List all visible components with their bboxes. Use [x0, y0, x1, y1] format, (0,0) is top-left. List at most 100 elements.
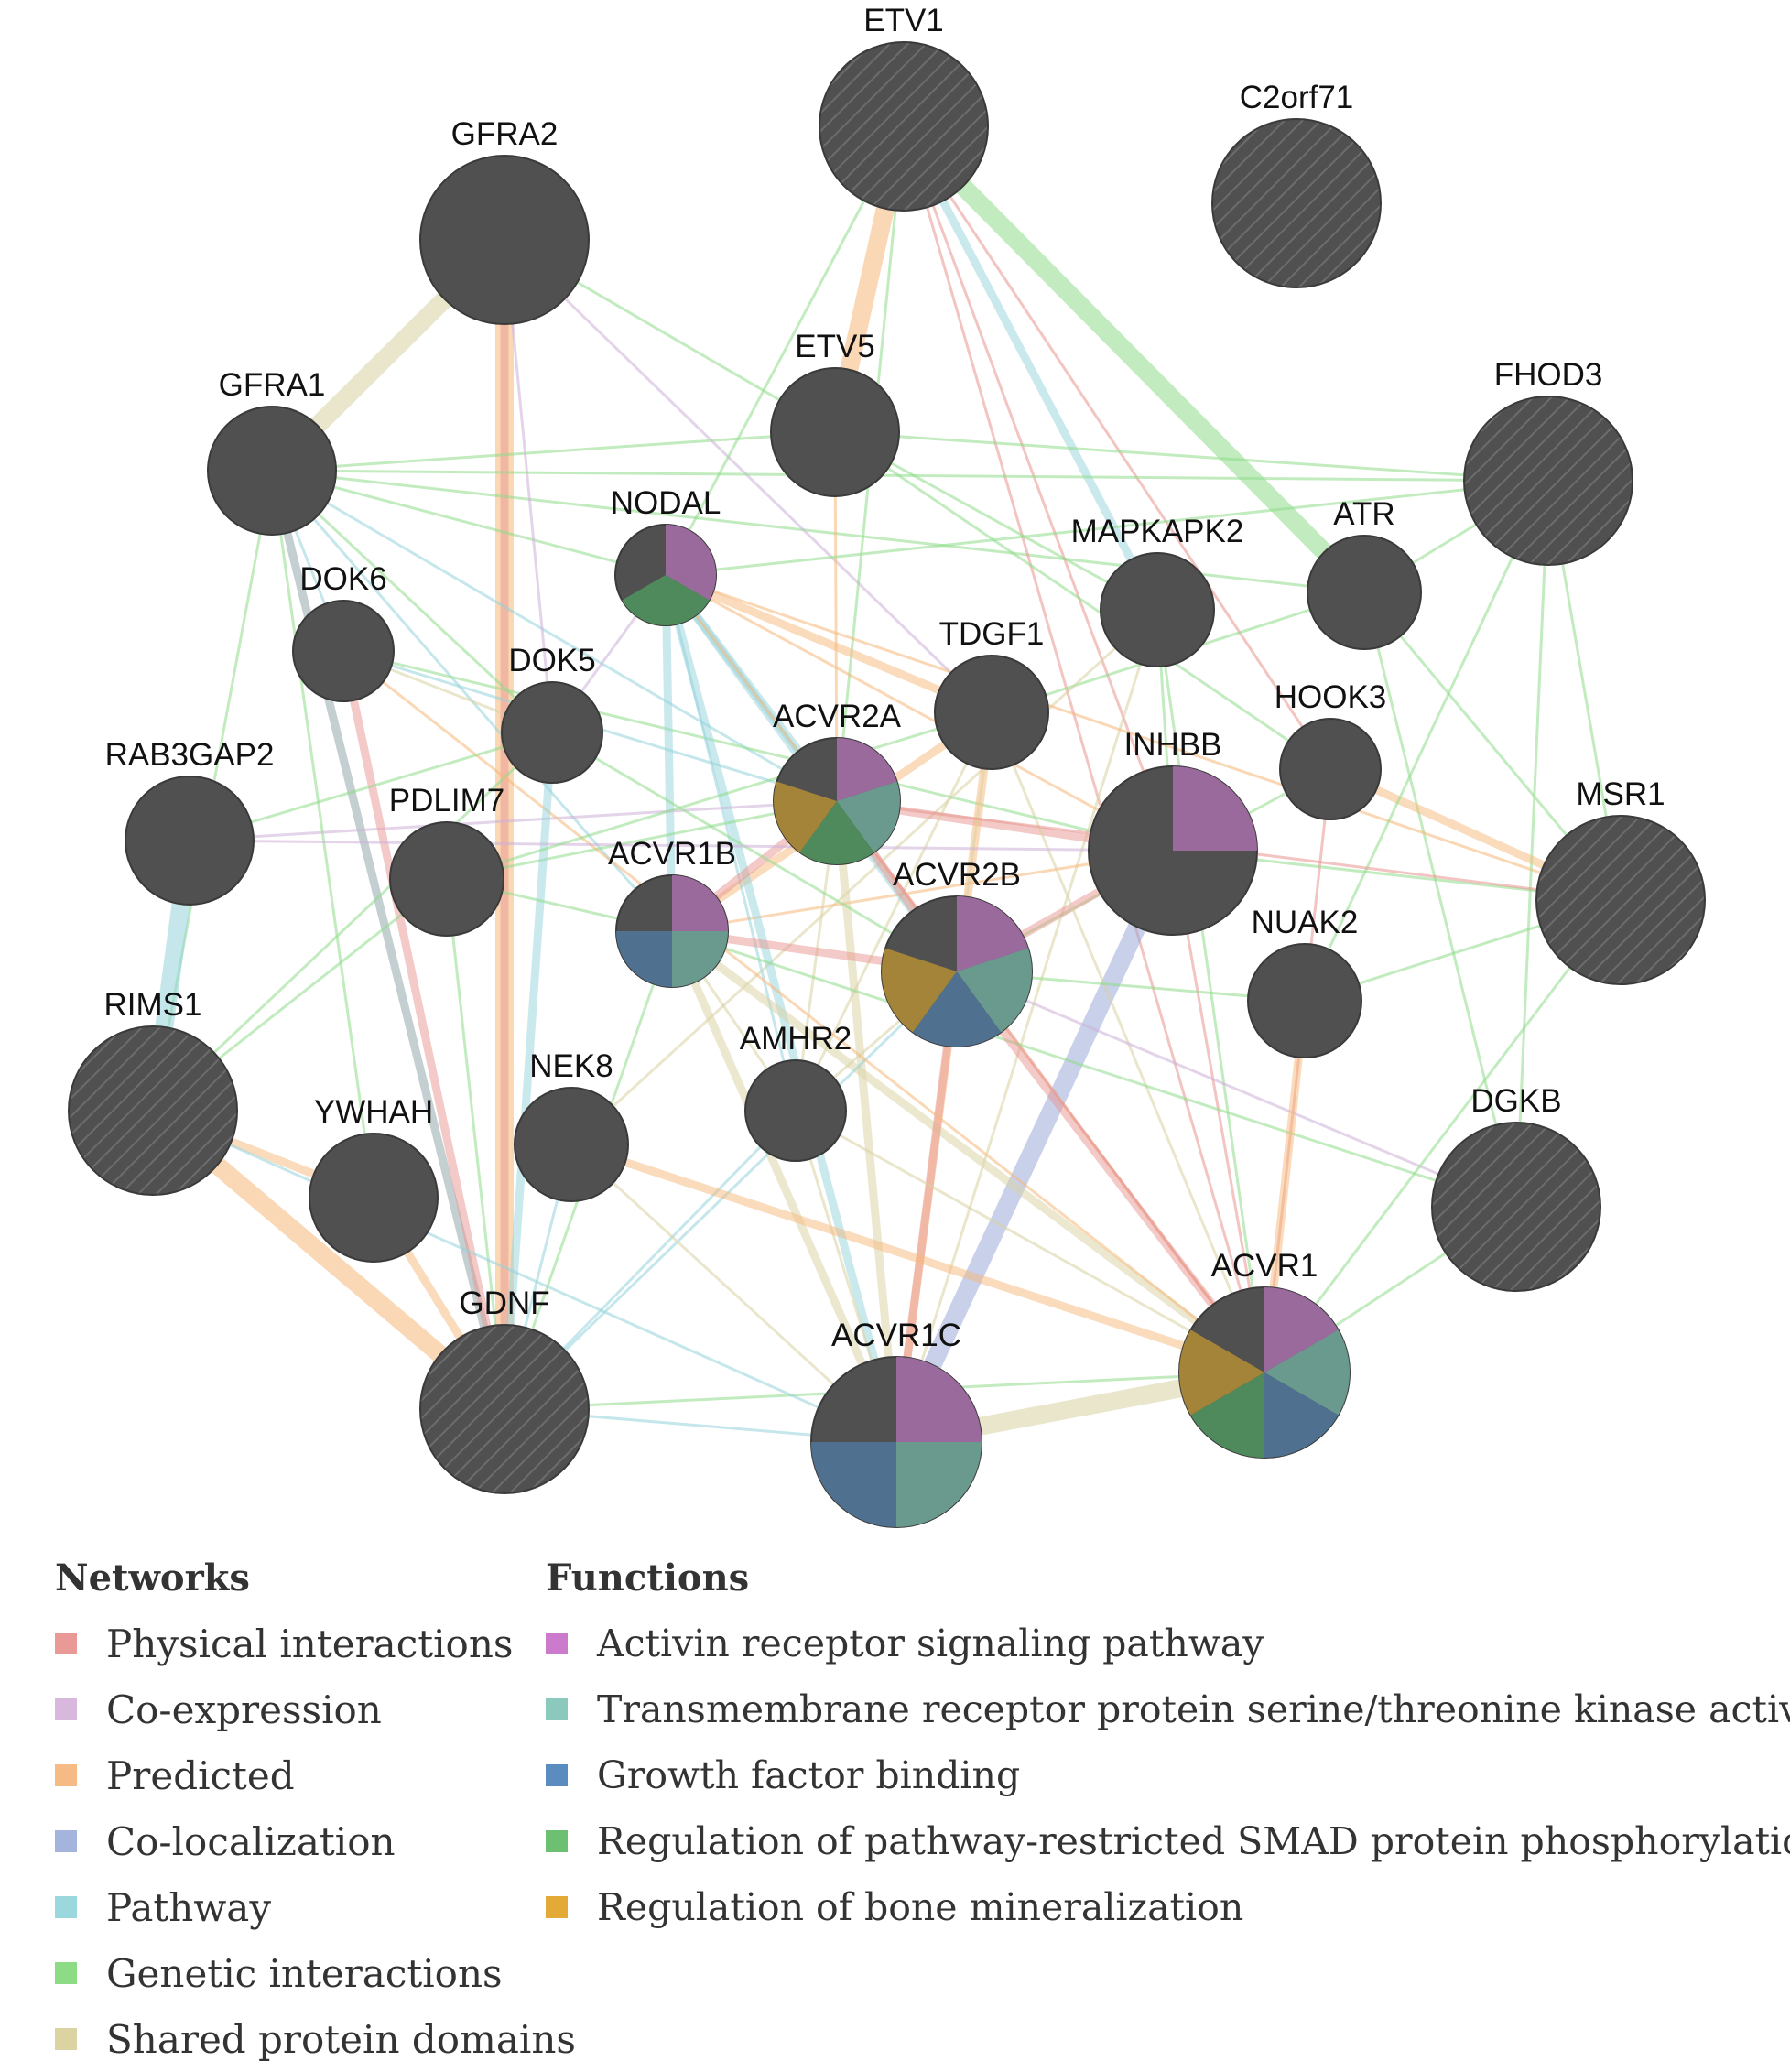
edge-gfra1-fhod3-genetic	[270, 469, 1550, 483]
node-acvr1[interactable]: ACVR1	[1178, 1248, 1351, 1459]
legend-label-bone: Regulation of bone mineralization	[597, 1885, 1244, 1929]
node-rims1[interactable]: RIMS1	[68, 987, 238, 1196]
node-atr[interactable]: ATR	[1307, 496, 1422, 650]
node-label: DOK6	[299, 561, 386, 597]
node-hook3[interactable]: HOOK3	[1275, 679, 1387, 820]
edge-inhbb-acvr1-physical	[1171, 849, 1266, 1374]
legend-label-shared_domains: Shared protein domains	[106, 2016, 576, 2062]
node-label: HOOK3	[1275, 679, 1387, 715]
legend-item-shared_domains: Shared protein domains	[55, 2006, 576, 2072]
edge-nodal-acvr1b-pathway	[661, 570, 677, 936]
edge-rims1-dok5-genetic	[151, 731, 554, 1112]
node-etv1[interactable]: ETV1	[819, 3, 989, 212]
node-circle	[1463, 396, 1633, 566]
legend-label-colocalization: Co-localization	[106, 1818, 396, 1864]
edge-acvr1b-acvr1-shared_domains	[667, 927, 1269, 1377]
node-acvr2b[interactable]: ACVR2B	[881, 857, 1033, 1047]
node-circle	[68, 1025, 238, 1196]
edge-etv1-mapkapk2-pathway	[899, 122, 1162, 614]
legend-swatch-predicted	[55, 1764, 77, 1786]
node-tdgf1[interactable]: TDGF1	[934, 616, 1049, 770]
node-circle	[292, 600, 395, 702]
node-label: ACVR1C	[831, 1318, 961, 1353]
legend-item-predicted: Predicted	[55, 1742, 576, 1808]
node-circle	[1100, 552, 1215, 667]
node-fhod3[interactable]: FHOD3	[1463, 357, 1633, 566]
edge-tdgf1-pdlim7-genetic	[445, 711, 993, 881]
edge-nuak2-fhod3-genetic	[1303, 479, 1550, 1003]
node-label: ETV5	[795, 329, 875, 364]
edge-dok6-acvr1-predicted	[342, 649, 1266, 1374]
node-etv5[interactable]: ETV5	[770, 329, 900, 497]
node-nek8[interactable]: NEK8	[514, 1048, 629, 1202]
legend-swatch-transmembrane	[546, 1698, 568, 1720]
edge-gfra1-etv5-genetic	[270, 430, 837, 472]
node-acvr2a[interactable]: ACVR2A	[773, 699, 902, 865]
edge-acvr1c-rims1-pathway	[151, 1109, 898, 1444]
node-pdlim7[interactable]: PDLIM7	[389, 783, 504, 937]
node-circle	[207, 406, 337, 536]
function-slice-transmembrane	[672, 931, 728, 987]
edge-amhr2-acvr1-shared_domains	[794, 1109, 1266, 1374]
node-dok6[interactable]: DOK6	[292, 561, 395, 702]
node-label: YWHAH	[314, 1094, 433, 1130]
node-label: TDGF1	[939, 616, 1045, 652]
legend-label-predicted: Predicted	[106, 1752, 295, 1798]
node-label: NUAK2	[1252, 905, 1359, 940]
node-msr1[interactable]: MSR1	[1535, 776, 1706, 985]
node-circle	[1279, 718, 1382, 820]
function-slice-activin	[672, 875, 728, 931]
node-label: MAPKAPK2	[1071, 514, 1244, 549]
node-c2orf71[interactable]: C2orf71	[1211, 80, 1382, 288]
node-rab3gap2[interactable]: RAB3GAP2	[105, 737, 275, 906]
function-slice-activin	[666, 525, 716, 601]
edge-pdlim7-gdnf-genetic	[445, 877, 506, 1411]
legend-swatch-physical	[55, 1633, 77, 1654]
legend-swatch-colocalization	[55, 1830, 77, 1852]
edge-gfra1-gdnf-pathway	[267, 466, 509, 1414]
edge-acvr1-msr1-genetic	[1263, 898, 1622, 1374]
node-ywhah[interactable]: YWHAH	[309, 1094, 439, 1263]
node-circle	[1307, 535, 1422, 650]
function-slice-activin	[957, 895, 1028, 971]
node-inhbb[interactable]: INHBB	[1088, 727, 1258, 936]
node-circle	[1535, 815, 1706, 985]
node-dok5[interactable]: DOK5	[501, 643, 603, 784]
node-nodal[interactable]: NODAL	[611, 485, 721, 626]
legend-swatch-smad	[546, 1830, 568, 1852]
edge-fhod3-dgkb-genetic	[1514, 479, 1550, 1209]
node-label: FHOD3	[1494, 357, 1603, 393]
legend-item-transmembrane: Transmembrane receptor protein serine/th…	[546, 1676, 1790, 1742]
node-acvr1c[interactable]: ACVR1C	[810, 1318, 982, 1528]
edge-inhbb-nodal-predicted	[664, 573, 1175, 852]
legend-label-growth: Growth factor binding	[597, 1753, 1021, 1797]
node-nuak2[interactable]: NUAK2	[1247, 905, 1362, 1058]
function-slice-activin	[896, 1357, 982, 1442]
node-mapkapk2[interactable]: MAPKAPK2	[1071, 514, 1244, 667]
function-slice-smad	[1190, 1372, 1264, 1458]
node-gfra1[interactable]: GFRA1	[207, 367, 337, 536]
function-slice-transmembrane	[837, 781, 900, 852]
node-circle	[1431, 1122, 1601, 1292]
node-gfra2[interactable]: GFRA2	[419, 116, 590, 325]
edge-gfra2-tdgf1-coexpression	[503, 238, 993, 714]
node-dgkb[interactable]: DGKB	[1431, 1083, 1601, 1292]
legend-label-physical: Physical interactions	[106, 1621, 514, 1666]
legend-swatch-genetic	[55, 1962, 77, 1984]
node-label: ATR	[1333, 496, 1394, 532]
legend-item-pathway: Pathway	[55, 1874, 576, 1940]
edge-acvr2a-rab3gap2-coexpression	[188, 799, 839, 842]
edge-acvr2b-dgkb-coexpression	[955, 970, 1518, 1209]
node-label: MSR1	[1576, 776, 1665, 812]
function-slice-bone	[774, 781, 837, 852]
node-label: RAB3GAP2	[105, 737, 275, 773]
node-amhr2[interactable]: AMHR2	[740, 1021, 852, 1162]
node-acvr1b[interactable]: ACVR1B	[608, 836, 736, 988]
node-label: GDNF	[459, 1286, 549, 1321]
edge-acvr2b-gdnf-pathway	[503, 970, 959, 1411]
edge-etv5-fhod3-genetic	[833, 430, 1550, 483]
edge-mapkapk2-acvr1-genetic	[1155, 608, 1266, 1374]
legend-label-smad: Regulation of pathway-restricted SMAD pr…	[597, 1819, 1790, 1863]
node-gdnf[interactable]: GDNF	[419, 1286, 590, 1494]
